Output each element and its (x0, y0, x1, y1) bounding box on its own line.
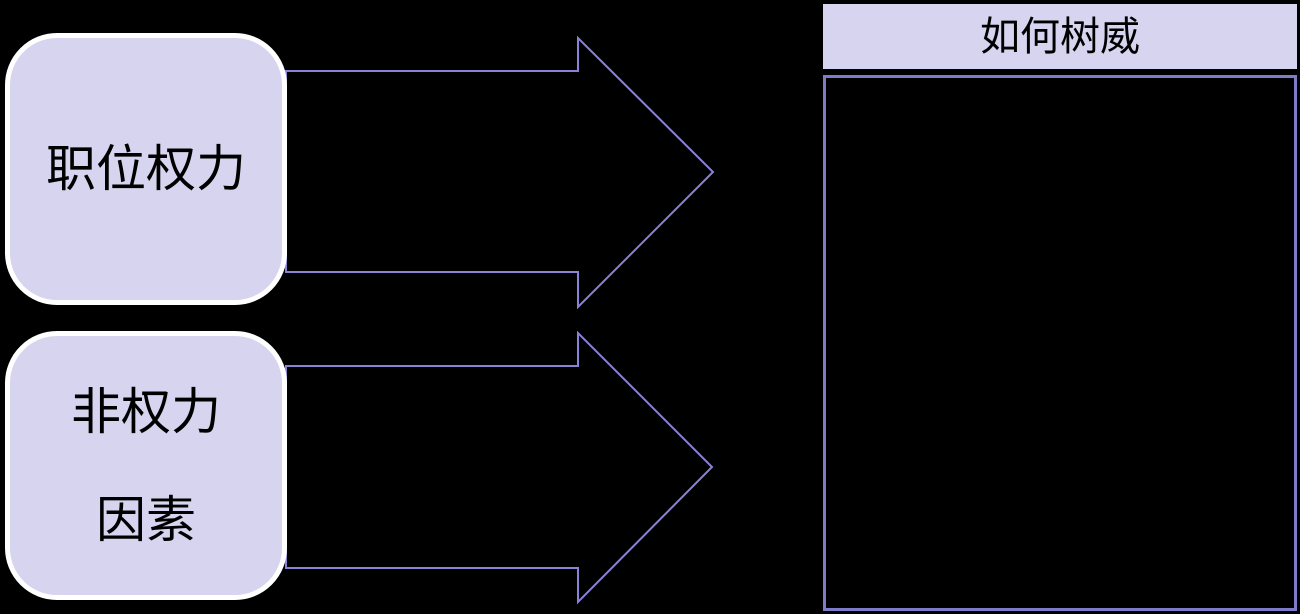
arrow-right-top (285, 35, 715, 310)
panel-body (823, 75, 1297, 611)
box-non-power-factors-label-line1: 非权力 (71, 383, 221, 440)
arrow-right-bottom (285, 330, 714, 605)
box-non-power-factors: 非权力 因素 (5, 331, 287, 600)
box-position-power: 职位权力 (5, 33, 287, 305)
panel-title: 如何树威 (980, 14, 1140, 59)
box-non-power-factors-label-line2: 因素 (96, 491, 196, 548)
box-position-power-label: 职位权力 (46, 141, 246, 197)
panel-header: 如何树威 (823, 4, 1297, 69)
